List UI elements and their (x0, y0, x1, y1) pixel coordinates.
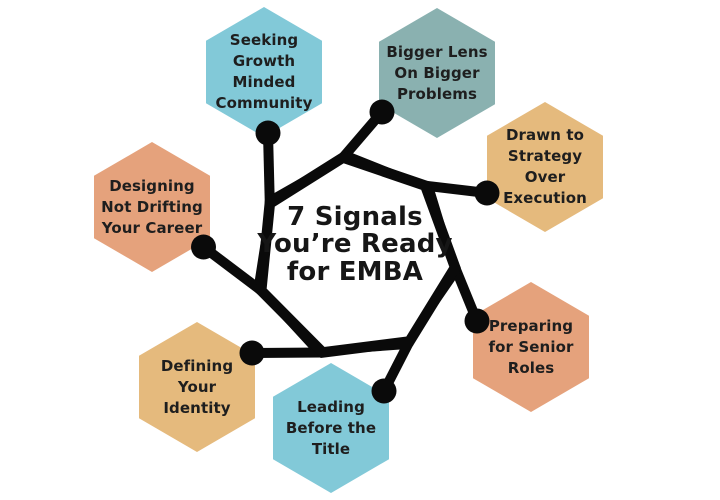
hex-label-bigger-lens: Bigger Lens On Bigger Problems (386, 42, 488, 103)
hex-label-leading-before-title: Leading Before the Title (285, 397, 377, 458)
hex-node-designing-career: Designing Not Drifting Your Career (94, 142, 210, 272)
hex-node-seeking-growth: Seeking Growth Minded Community (206, 7, 322, 137)
hex-node-drawn-to-strategy: Drawn to Strategy Over Execution (487, 102, 603, 232)
center-title: 7 Signals You’re Ready for EMBA (257, 202, 453, 287)
spoke-drawn-to-strategy (424, 180, 488, 198)
hex-node-defining-identity: Defining Your Identity (139, 322, 255, 452)
hex-label-preparing-senior-roles: Preparing for Senior Roles (488, 316, 574, 377)
spoke-leading-before-title (379, 339, 414, 394)
hex-label-drawn-to-strategy: Drawn to Strategy Over Execution (503, 126, 587, 207)
hex-node-bigger-lens: Bigger Lens On Bigger Problems (379, 8, 495, 138)
spoke-seeking-growth (263, 132, 275, 204)
spoke-bigger-lens (339, 108, 386, 161)
hex-node-leading-before-title: Leading Before the Title (273, 363, 389, 493)
hex-label-seeking-growth: Seeking Growth Minded Community (215, 31, 313, 112)
hex-label-defining-identity: Defining Your Identity (160, 356, 234, 417)
spoke-defining-identity (251, 347, 323, 358)
hex-label-designing-career: Designing Not Drifting Your Career (101, 176, 203, 237)
hex-node-preparing-senior-roles: Preparing for Senior Roles (473, 282, 589, 412)
